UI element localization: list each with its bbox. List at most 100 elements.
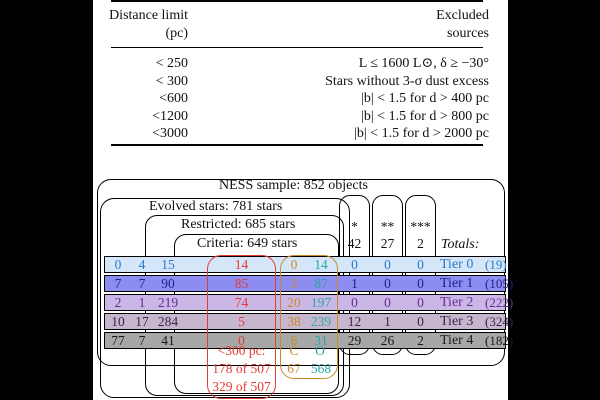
col2-header-line2: sources [447, 26, 489, 41]
excluded-sources-cell: |b| < 1.5 for d > 2000 pc [354, 126, 489, 141]
double-star-cell: 0 [384, 276, 391, 291]
tier-row-band [104, 294, 506, 311]
tier-cell: 7 [138, 333, 146, 348]
double-star-cell: 26 [380, 333, 395, 348]
star-column-symbol: ** [380, 219, 395, 234]
tier-cell: 4 [138, 257, 146, 272]
tier-row-band [104, 275, 506, 292]
excluded-sources-cell: Stars without 3-σ dust excess [325, 73, 489, 89]
table-top-rule [111, 0, 483, 2]
oxygen-cell: 87 [314, 276, 328, 291]
triple-star-cell: 0 [417, 314, 424, 329]
distance-limit-cell: <3000 [152, 126, 188, 141]
figure-content: Distance limit (pc) Excluded sources < 2… [93, 0, 514, 400]
double-star-cell: 0 [384, 295, 391, 310]
right-margin [508, 0, 600, 400]
double-star-cell: 0 [384, 257, 391, 272]
tier-cell: 2 [114, 295, 122, 310]
oxygen-cell: 31 [314, 333, 328, 348]
totals-label: Totals: [441, 237, 480, 252]
tier-cell: 77 [111, 333, 125, 348]
oxygen-cell: 239 [310, 314, 332, 329]
carbon-cell: 0 [290, 257, 298, 272]
oxygen-total: 568 [310, 361, 332, 376]
red-column-cell: 85 [234, 276, 249, 291]
triple-star-cell: 2 [417, 333, 424, 348]
criteria-label: Criteria: 649 stars [197, 236, 298, 251]
excluded-sources-cell: |b| < 1.5 for d > 800 pc [361, 108, 489, 124]
tier-count: (182) [485, 333, 514, 348]
tier-count: (324) [485, 314, 514, 329]
single-star-cell: 1 [351, 276, 358, 291]
carbon-cell: 6 [290, 333, 298, 348]
distance-limit-cell: <1200 [152, 108, 188, 124]
red-column-cell: 14 [234, 257, 249, 272]
tier-cell: 7 [114, 276, 122, 291]
red-column-cell: 0 [238, 333, 245, 348]
red-note-line2: 178 of 507 [212, 361, 271, 376]
tier-count: (19) [485, 257, 507, 272]
excluded-sources-cell: L ≤ 1600 L⊙, δ ≥ −30° [358, 56, 489, 71]
tier-cell: 7 [138, 276, 146, 291]
carbon-cell: 3 [290, 276, 298, 291]
tier-label: Tier 2 [440, 295, 474, 310]
table-bottom-rule [111, 144, 483, 146]
restricted-label: Restricted: 685 stars [181, 217, 296, 232]
tier-cell: 0 [114, 257, 122, 272]
tier-label: Tier 1 [440, 276, 474, 291]
triple-star-cell: 0 [417, 257, 424, 272]
single-star-cell: 0 [351, 295, 358, 310]
single-star-cell: 29 [347, 333, 362, 348]
carbon-total: 67 [287, 361, 301, 376]
carbon-oxygen-box [280, 255, 338, 379]
tier-row-band [104, 256, 506, 273]
star-column-symbol: * [351, 219, 358, 234]
tier-label: Tier 3 [440, 314, 474, 329]
carbon-column-label: C [289, 343, 299, 358]
oxygen-column-label: O [315, 343, 325, 358]
oxygen-cell: 197 [310, 295, 332, 310]
col1-header-line2: (pc) [165, 26, 188, 41]
star-column-count: 27 [380, 236, 395, 251]
tier-cell: 90 [161, 276, 175, 291]
single-star-cell: 12 [347, 314, 362, 329]
carbon-cell: 20 [287, 295, 301, 310]
double-star-cell: 1 [384, 314, 391, 329]
distance-limit-cell: <600 [159, 91, 188, 106]
distance-limit-cell: < 300 [155, 73, 188, 89]
excluded-sources-cell: |b| < 1.5 for d > 400 pc [361, 91, 489, 106]
red-note-line3: 329 of 507 [212, 379, 271, 394]
star-column-count: 42 [347, 236, 362, 251]
tier-count: (222) [485, 295, 514, 310]
tier-label: Tier 4 [440, 333, 474, 348]
star-column-count: 2 [417, 236, 424, 251]
col1-header-line1: Distance limit [109, 8, 188, 23]
tier-row-band [104, 332, 506, 349]
distance-limit-cell: < 250 [155, 56, 188, 71]
red-300pc-box [207, 255, 276, 399]
red-column-cell: 74 [234, 295, 249, 310]
carbon-cell: 38 [287, 314, 301, 329]
red-note-line1: <300 pc: [217, 343, 266, 358]
tier-label: Tier 0 [440, 257, 474, 272]
tier-cell: 15 [161, 257, 175, 272]
tier-cell: 219 [157, 295, 179, 310]
tier-cell: 10 [111, 314, 125, 329]
tier-cell: 284 [157, 314, 179, 329]
red-column-cell: 5 [238, 314, 245, 329]
tier-cell: 1 [138, 295, 146, 310]
tier-cell: 41 [161, 333, 175, 348]
tier-row-band [104, 313, 506, 330]
tier-cell: 17 [135, 314, 149, 329]
triple-star-cell: 0 [417, 276, 424, 291]
star-column-symbol: *** [410, 219, 431, 234]
table-header-rule [111, 47, 483, 48]
left-margin [0, 0, 93, 400]
col2-header-line1: Excluded [436, 8, 489, 23]
single-star-cell: 0 [351, 257, 358, 272]
evolved-stars-label: Evolved stars: 781 stars [149, 199, 283, 214]
ness-sample-label: NESS sample: 852 objects [219, 178, 368, 193]
tier-count: (105) [485, 276, 514, 291]
triple-star-cell: 0 [417, 295, 424, 310]
